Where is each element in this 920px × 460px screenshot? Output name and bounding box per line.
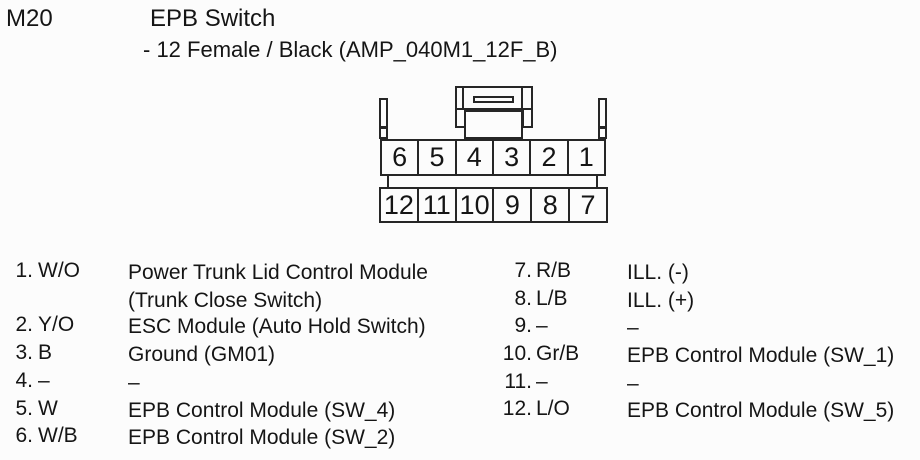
pin-row-12: 12. L/O EPB Control Module (SW_5) <box>0 397 920 425</box>
pin-description: EPB Control Module (SW_1) <box>627 344 895 367</box>
pin-cell-10: 10 <box>454 189 493 221</box>
left-guide-tab <box>379 98 388 139</box>
pin-cell-3: 3 <box>491 141 529 174</box>
connector-id: M20 <box>6 5 53 32</box>
pin-cell-12: 12 <box>383 189 414 220</box>
pin-number: 7. <box>514 259 532 282</box>
connector-spec: - 12 Female / Black (AMP_040M1_12F_B) <box>143 37 558 62</box>
pin-description: ILL. (-) <box>627 261 689 284</box>
pin-number: 2. <box>15 313 33 336</box>
right-guide-tab <box>598 98 607 139</box>
pin-number: 12. <box>502 397 532 420</box>
pin-cell-1: 1 <box>566 141 604 174</box>
page-title: EPB Switch <box>150 5 276 32</box>
pin-description: ESC Module (Auto Hold Switch) <box>128 315 426 338</box>
pin-description: Power Trunk Lid Control Module (Trunk Cl… <box>128 259 428 315</box>
wire-color: Y/O <box>38 313 75 336</box>
latch-lower-right-post <box>522 108 533 128</box>
wire-color: R/B <box>536 259 572 282</box>
pin-number: 11. <box>504 370 532 393</box>
pin-number: 1. <box>15 259 33 282</box>
pin-row-bottom: 12 11 10 9 8 7 <box>379 187 608 223</box>
wire-color: W <box>38 397 58 420</box>
latch-top-outline <box>455 86 533 110</box>
pin-description: – <box>627 372 639 395</box>
pin-number: 6. <box>15 424 33 447</box>
pin-number: 4. <box>15 369 33 392</box>
pin-cell-4: 4 <box>454 141 492 174</box>
pin-description: ILL. (+) <box>627 289 695 312</box>
pin-description: EPB Control Module (SW_4) <box>128 399 396 422</box>
pin-number: 10. <box>502 342 532 365</box>
pin-cell-7: 7 <box>568 189 606 221</box>
wire-color: B <box>38 341 53 364</box>
row-connector-line-right <box>596 174 598 187</box>
pin-description: – <box>128 371 140 394</box>
pin-number: 3. <box>15 341 33 364</box>
pin-number: 9. <box>514 314 532 337</box>
pin-cell-9: 9 <box>492 189 530 221</box>
wire-color: – <box>536 314 548 337</box>
wire-color: L/O <box>536 397 570 420</box>
pin-row-4: 4. – – <box>0 369 920 397</box>
pin-description: Ground (GM01) <box>128 343 276 366</box>
right-tab-divider <box>598 126 607 129</box>
wire-color: – <box>536 370 548 393</box>
wire-color: W/O <box>38 259 80 282</box>
wire-color: W/B <box>38 424 78 447</box>
pin-cell-2: 2 <box>529 141 566 174</box>
latch-clip-bar <box>473 96 514 103</box>
wire-color: – <box>38 369 50 392</box>
wire-color: Gr/B <box>536 342 580 365</box>
pin-row-top: 6 5 4 3 2 1 <box>380 139 606 176</box>
pin-cell-8: 8 <box>530 189 568 221</box>
pin-row-6: 6. W/B EPB Control Module (SW_2) <box>0 424 920 452</box>
wire-color: L/B <box>536 287 568 310</box>
pin-description: EPB Control Module (SW_5) <box>627 399 895 422</box>
pin-cell-6: 6 <box>392 142 408 172</box>
pin-description: EPB Control Module (SW_2) <box>128 426 396 449</box>
pin-cell-5: 5 <box>417 141 454 174</box>
pin-row-7: 7. R/B ILL. (-) <box>0 259 920 287</box>
pin-row-3: 3. B Ground (GM01) <box>0 341 920 369</box>
pin-description-line2: (Trunk Close Switch) <box>128 289 323 312</box>
pin-row-2: 2. Y/O ESC Module (Auto Hold Switch) <box>0 313 920 341</box>
pin-row-10: 10. Gr/B EPB Control Module (SW_1) <box>0 342 920 370</box>
pin-row-11: 11. – – <box>0 370 920 398</box>
pin-cell-11: 11 <box>416 189 455 221</box>
row-connector-line-left <box>387 174 389 187</box>
pin-row-9: 9. – – <box>0 314 920 342</box>
pin-description: – <box>627 316 639 339</box>
pin-number: 5. <box>15 397 33 420</box>
pin-number: 8. <box>514 287 532 310</box>
pin-row-5: 5. W EPB Control Module (SW_4) <box>0 397 920 425</box>
pin-row-8: 8. L/B ILL. (+) <box>0 287 920 315</box>
pin-row-1: 1. W/O Power Trunk Lid Control Module (T… <box>0 259 920 312</box>
latch-left-post-line <box>462 86 464 110</box>
left-tab-divider <box>379 126 388 129</box>
pin-description-line1: Power Trunk Lid Control Module <box>128 261 428 284</box>
latch-inner-outline <box>464 110 523 139</box>
latch-right-post-line <box>521 86 523 110</box>
